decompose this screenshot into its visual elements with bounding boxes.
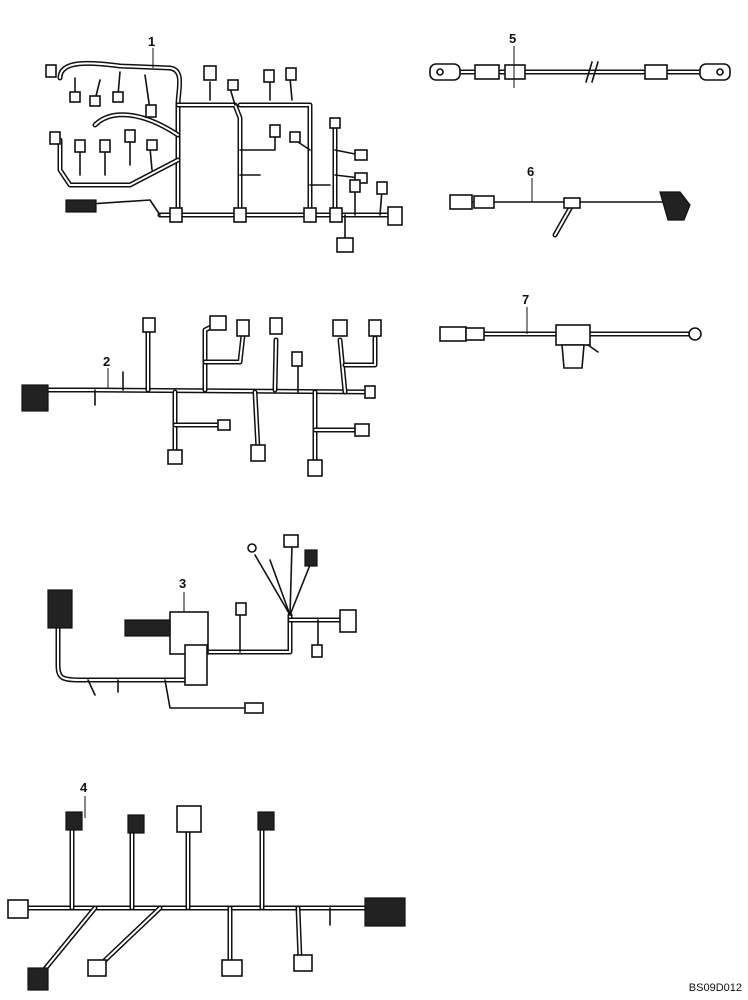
- callout-5: 5: [509, 31, 516, 88]
- harness-5: [429, 61, 731, 83]
- callout-label: 1: [148, 34, 155, 49]
- callout-label: 2: [103, 354, 110, 369]
- harness-3: [47, 534, 357, 714]
- callout-label: 7: [522, 292, 529, 307]
- harness-7: [439, 324, 702, 369]
- harness-2: [21, 315, 382, 477]
- callout-1: 1: [148, 34, 155, 68]
- callout-label: 4: [80, 780, 88, 795]
- callout-2: 2: [103, 354, 110, 388]
- callout-label: 3: [179, 576, 186, 591]
- callout-label: 5: [509, 31, 516, 46]
- callout-7: 7: [522, 292, 529, 334]
- harness-6: [449, 191, 691, 238]
- figure-code: BS09D012: [688, 982, 742, 994]
- callout-4: 4: [80, 780, 88, 818]
- callout-label: 6: [527, 164, 534, 179]
- callout-6: 6: [527, 164, 534, 202]
- harness-1: [45, 60, 403, 253]
- harness-4: [7, 805, 406, 991]
- callout-3: 3: [179, 576, 186, 612]
